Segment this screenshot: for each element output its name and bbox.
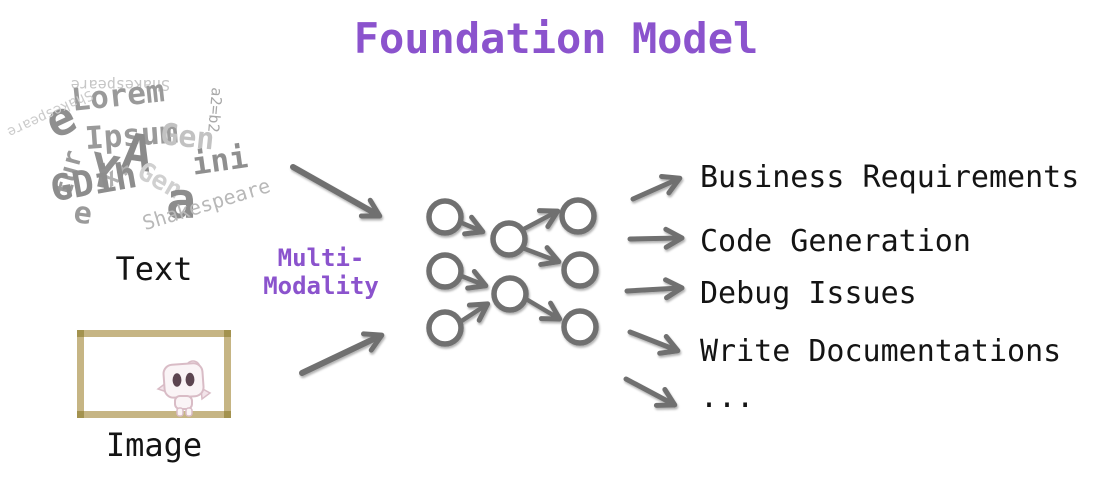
multi-modality-line2: Modality (263, 272, 379, 300)
nn-node (561, 308, 599, 346)
cloud-word: a (166, 172, 197, 230)
image-placeholder-frame (77, 330, 231, 418)
nn-node (490, 220, 528, 258)
input-arrow-image (299, 331, 385, 376)
page-title: Foundation Model (353, 14, 759, 63)
nn-edge (523, 296, 563, 322)
nn-node (559, 197, 597, 235)
output-label-business-requirements: Business Requirements (700, 160, 1080, 195)
nn-edge (456, 268, 489, 291)
robot-mascot-icon (156, 360, 212, 417)
frame-corner (224, 411, 231, 418)
output-arrow-4 (623, 376, 678, 408)
nn-node (561, 251, 599, 289)
output-arrow-3 (627, 329, 681, 356)
nn-edge (519, 208, 561, 233)
nn-edge (517, 244, 562, 267)
output-label-code-generation: Code Generation (700, 224, 971, 259)
output-label-write-documentations: Write Documentations (700, 334, 1062, 369)
nn-node (426, 198, 464, 236)
output-label-debug-issues: Debug Issues (700, 276, 917, 311)
image-input-label: Image (105, 426, 203, 464)
nn-edge (457, 301, 491, 325)
multi-modality-line1: Multi- (277, 244, 365, 272)
nn-node (426, 252, 464, 290)
output-label-ellipsis: ... (700, 380, 755, 415)
output-arrow-2 (624, 277, 685, 301)
frame-corner (77, 330, 84, 337)
frame-corner (77, 411, 84, 418)
text-input-label: Text (115, 250, 193, 288)
frame-corner (224, 330, 231, 337)
nn-node (491, 275, 529, 313)
output-arrow-0 (630, 173, 683, 202)
nn-edge (459, 214, 486, 237)
nn-node (426, 309, 464, 347)
output-arrow-1 (627, 226, 685, 250)
input-arrow-text (290, 164, 383, 219)
multi-modality-label: Multi- Modality (255, 244, 387, 300)
